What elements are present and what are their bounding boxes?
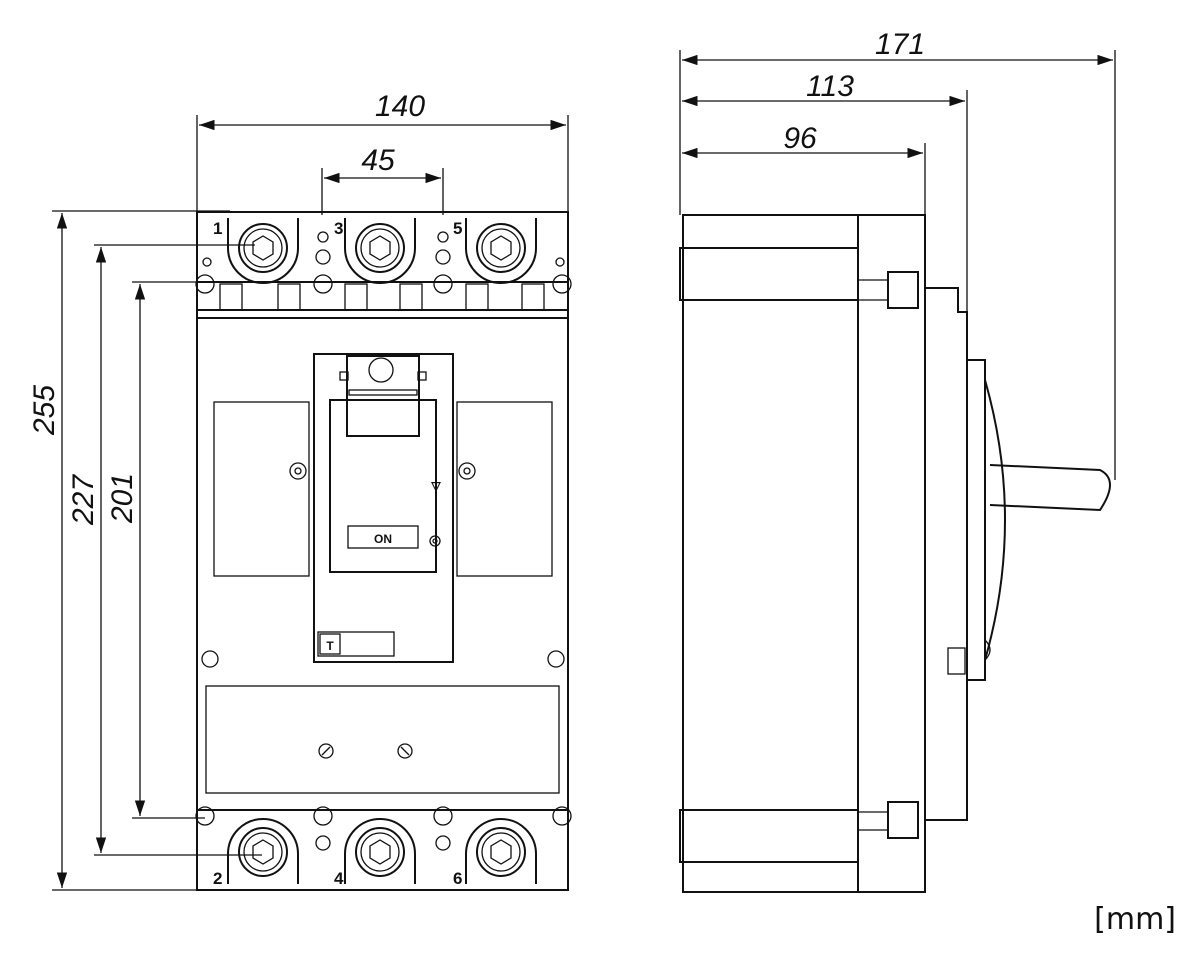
dim-height-201: 201 [106, 473, 139, 524]
dim-pitch-45: 45 [361, 144, 395, 177]
top-terminals: 1 3 5 [195, 218, 572, 311]
screw-icon [201, 650, 219, 668]
adjust-dial-icon [397, 743, 413, 759]
on-symbol: I [434, 432, 437, 446]
side-dimensions: 171 113 96 [679, 28, 1116, 480]
terminal-1 [227, 218, 299, 284]
screw-icon [547, 650, 565, 668]
terminal-label-4: 4 [334, 869, 344, 888]
adjust-dial-icon [318, 743, 334, 759]
terminal-5 [465, 218, 537, 284]
dim-height-255: 255 [28, 385, 61, 436]
label-window-right [456, 401, 553, 577]
dim-depth-96: 96 [783, 122, 817, 155]
front-dimensions: 140 45 255 227 201 [28, 90, 569, 891]
dim-width-140: 140 [375, 90, 425, 123]
trip-unit-cover [205, 685, 560, 794]
operating-handle: ON I ▽ T [313, 353, 454, 663]
front-view: 1 3 5 2 4 6 [195, 211, 572, 891]
side-view [679, 214, 1111, 893]
unit-label: [mm] [1094, 902, 1176, 937]
trip-symbol: ▽ [430, 479, 441, 493]
bottom-terminals: 2 4 6 [195, 806, 572, 888]
terminal-label-3: 3 [334, 219, 343, 238]
dim-depth-113: 113 [806, 70, 854, 103]
terminal-label-5: 5 [453, 219, 462, 238]
dim-depth-171: 171 [875, 28, 925, 61]
terminal-label-2: 2 [213, 869, 222, 888]
breaker-body-outline [196, 211, 569, 891]
test-button-label: T [326, 639, 334, 653]
label-window-left [213, 401, 310, 577]
handle-lever [989, 464, 1111, 512]
on-label: ON [374, 532, 392, 546]
dim-height-227: 227 [67, 474, 100, 526]
terminal-label-1: 1 [213, 219, 222, 238]
terminal-3 [344, 218, 416, 284]
terminal-label-6: 6 [453, 869, 462, 888]
